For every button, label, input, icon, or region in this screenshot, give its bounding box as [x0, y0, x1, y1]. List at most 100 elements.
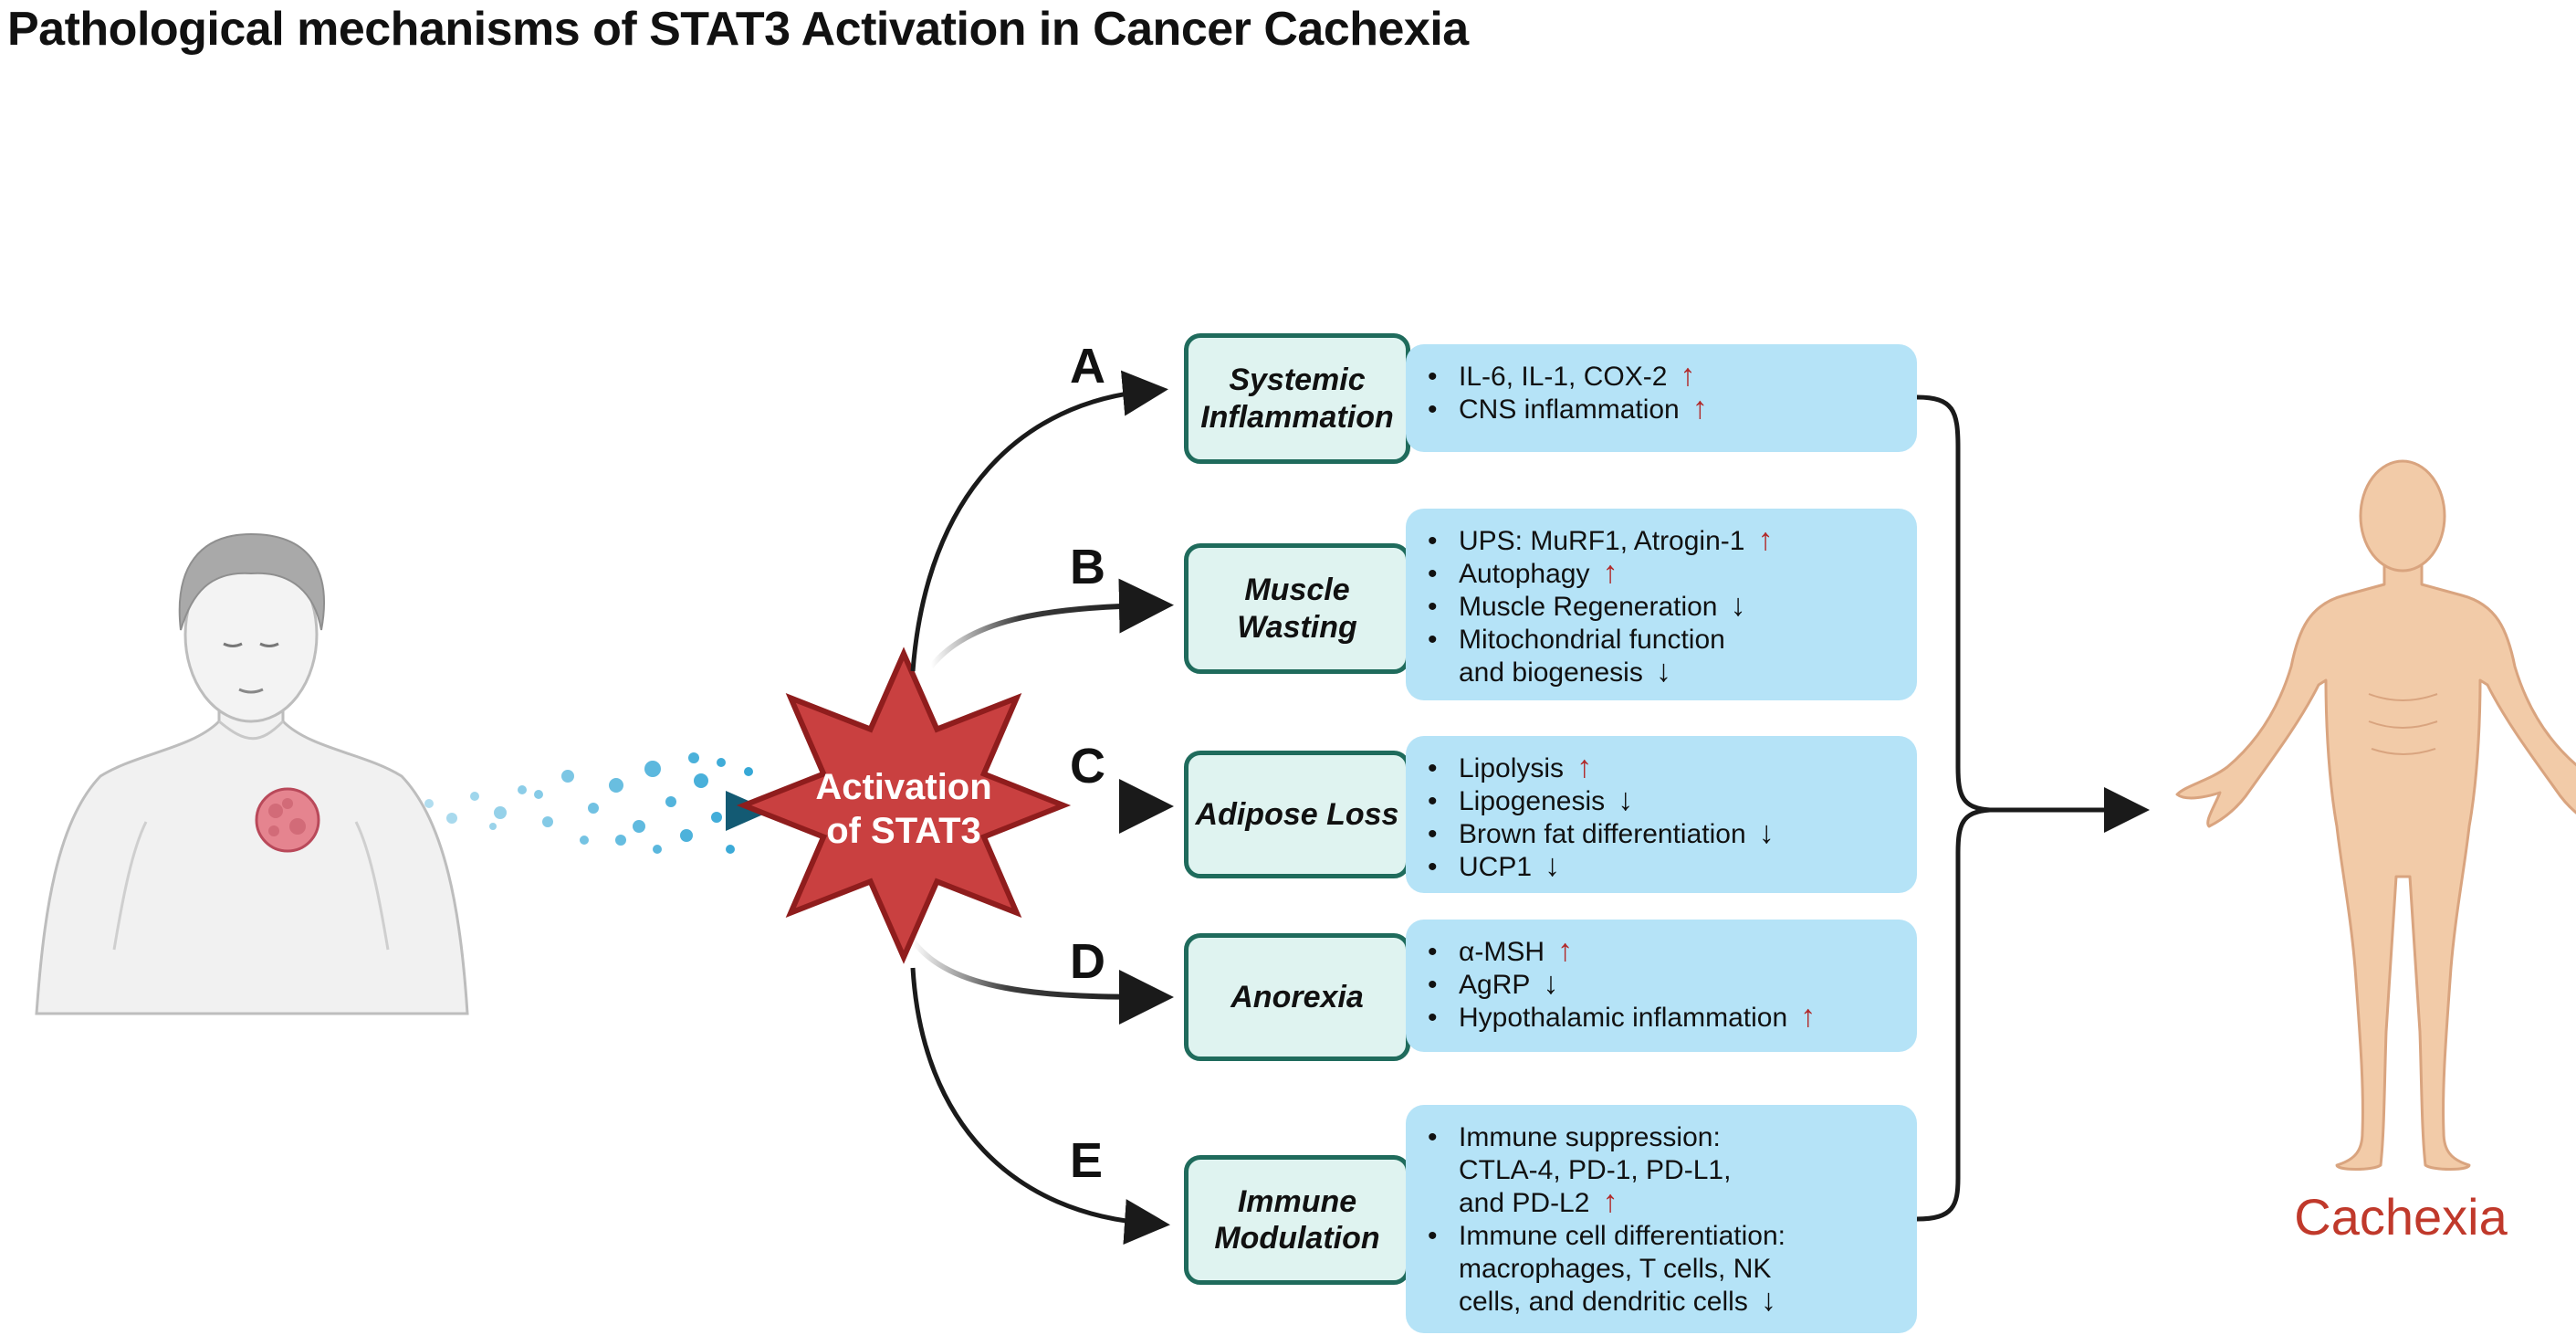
- arrow-to-a: [910, 370, 1168, 672]
- detail-item-text: Immune cell differentiation:: [1459, 1221, 1785, 1251]
- down-arrow-icon: ↓: [1760, 1283, 1776, 1318]
- up-arrow-icon: ↑: [1602, 1184, 1618, 1219]
- detail-list: α-MSH↑AgRP ↓Hypothalamic inflammation↑: [1428, 935, 1899, 1035]
- cytokine-particle: [518, 785, 527, 794]
- detail-item-text: UCP1: [1459, 852, 1533, 882]
- cytokine-particle: [609, 778, 623, 793]
- detail-item-text: UPS: MuRF1, Atrogin-1: [1459, 526, 1745, 556]
- up-arrow-icon: ↑: [1757, 522, 1774, 557]
- cytokine-particle: [489, 823, 497, 830]
- detail-list: Immune suppression:CTLA-4, PD-1, PD-L1,a…: [1428, 1121, 1899, 1319]
- cytokine-particle: [561, 770, 574, 783]
- cytokine-particle: [744, 767, 753, 776]
- up-arrow-icon: ↑: [1602, 555, 1618, 590]
- detail-item: α-MSH↑: [1428, 935, 1899, 969]
- category-anorexia: Anorexia: [1184, 933, 1410, 1061]
- detail-item-text: macrophages, T cells, NK: [1459, 1254, 1772, 1284]
- patient-figure: [35, 532, 469, 1015]
- detail-item-text: UPS: MuRF1, Atrogin-1 ↑: [1459, 522, 1899, 558]
- detail-item-text: Hypothalamic inflammation↑: [1459, 1001, 1899, 1035]
- detail-item-text: Autophagy↑: [1459, 555, 1899, 591]
- detail-box-a: IL-6, IL-1, COX-2 ↑CNS inflammation↑: [1406, 344, 1917, 452]
- cytokine-particle: [694, 773, 708, 788]
- detail-item: Muscle Regeneration ↓: [1428, 588, 1899, 624]
- detail-item-text: Lipolysis↑: [1459, 752, 1899, 785]
- cytokine-particle: [542, 816, 553, 827]
- cytokine-particle: [680, 829, 693, 842]
- stat3-label-line1: Activation: [815, 767, 992, 807]
- down-arrow-icon: ↓: [1730, 588, 1746, 623]
- detail-item: Brown fat differentiation↓: [1428, 815, 1899, 851]
- cytokine-particle: [726, 845, 735, 854]
- category-adipose-loss: Adipose Loss: [1184, 751, 1410, 878]
- cachexia-body-figure: [2175, 459, 2576, 1171]
- detail-item-text: IL-6, IL-1, COX-2 ↑: [1459, 358, 1899, 394]
- detail-item-text: Lipogenesis: [1459, 786, 1606, 816]
- detail-item: Hypothalamic inflammation↑: [1428, 1001, 1899, 1035]
- detail-box-b: UPS: MuRF1, Atrogin-1↑Autophagy↑Muscle R…: [1406, 509, 1917, 700]
- detail-list: IL-6, IL-1, COX-2 ↑CNS inflammation↑: [1428, 358, 1899, 426]
- detail-item-text: cells, and dendritic cells ↓: [1459, 1283, 1899, 1319]
- category-line: Anorexia: [1230, 979, 1364, 1014]
- detail-item-text: Hypothalamic inflammation: [1459, 1003, 1788, 1033]
- detail-item-text: cells, and dendritic cells: [1459, 1287, 1748, 1317]
- up-arrow-icon: ↑: [1576, 750, 1593, 784]
- up-arrow-icon: ↑: [1691, 391, 1708, 426]
- arrow-to-b: [928, 578, 1174, 668]
- detail-list: UPS: MuRF1, Atrogin-1↑Autophagy↑Muscle R…: [1428, 522, 1899, 689]
- detail-item-text: AgRP ↓: [1459, 966, 1899, 1002]
- category-line: Systemic: [1229, 363, 1366, 398]
- down-arrow-icon: ↓: [1655, 654, 1671, 689]
- detail-item-text: and biogenesis: [1459, 657, 1643, 688]
- detail-item: Lipogenesis↓: [1428, 784, 1899, 818]
- arrow-to-e: [910, 967, 1170, 1245]
- down-arrow-icon: ↓: [1758, 815, 1775, 850]
- cytokine-particle: [717, 758, 726, 767]
- detail-item: CNS inflammation↑: [1428, 391, 1899, 426]
- detail-item-text: and PD-L2: [1459, 1188, 1590, 1218]
- detail-item-text: UCP1 ↓: [1459, 848, 1899, 884]
- detail-item: Lipolysis↑: [1428, 752, 1899, 785]
- down-arrow-icon: ↓: [1545, 848, 1561, 883]
- category-line: Muscle: [1244, 573, 1350, 608]
- detail-item: AgRP ↓: [1428, 966, 1899, 1002]
- detail-item: Immune suppression:CTLA-4, PD-1, PD-L1,a…: [1428, 1121, 1899, 1220]
- tumor-icon: [255, 787, 320, 853]
- cytokine-particle: [580, 836, 589, 845]
- cytokine-particle: [688, 752, 699, 763]
- detail-item-text: and biogenesis ↓: [1459, 654, 1899, 689]
- down-arrow-icon: ↓: [1543, 966, 1559, 1001]
- main-arrow: [406, 791, 771, 831]
- up-arrow-icon: ↑: [1680, 358, 1696, 393]
- cytokine-particle: [470, 792, 479, 801]
- detail-item-text: Muscle Regeneration: [1459, 592, 1718, 622]
- category-line: Inflammation: [1200, 399, 1394, 435]
- label-a: A: [1070, 339, 1105, 394]
- detail-item-text: AgRP: [1459, 970, 1531, 1000]
- category-line: Adipose Loss: [1195, 796, 1399, 832]
- label-e: E: [1070, 1133, 1104, 1188]
- detail-box-e: Immune suppression:CTLA-4, PD-1, PD-L1,a…: [1406, 1105, 1917, 1333]
- category-line: Immune: [1237, 1183, 1357, 1219]
- cytokine-particle: [534, 790, 543, 799]
- cytokine-particles: [424, 752, 753, 854]
- convergence-bracket: [1916, 394, 2150, 1222]
- detail-item-text: α-MSH: [1459, 937, 1545, 967]
- detail-item-text: CTLA-4, PD-1, PD-L1,: [1459, 1155, 1732, 1185]
- category-line: Modulation: [1214, 1221, 1380, 1256]
- stat3-activation-star: [736, 646, 1072, 964]
- cytokine-particle: [615, 835, 626, 846]
- stat3-label-line2: of STAT3: [826, 811, 981, 851]
- cachexia-label: Cachexia: [2294, 1188, 2508, 1246]
- detail-item-text: α-MSH↑: [1459, 935, 1899, 969]
- arrow-to-d: [910, 939, 1174, 1025]
- stat3-label: Activation of STAT3: [794, 765, 1013, 853]
- detail-item-text: Muscle Regeneration ↓: [1459, 588, 1899, 624]
- detail-item-text: IL-6, IL-1, COX-2: [1459, 362, 1668, 392]
